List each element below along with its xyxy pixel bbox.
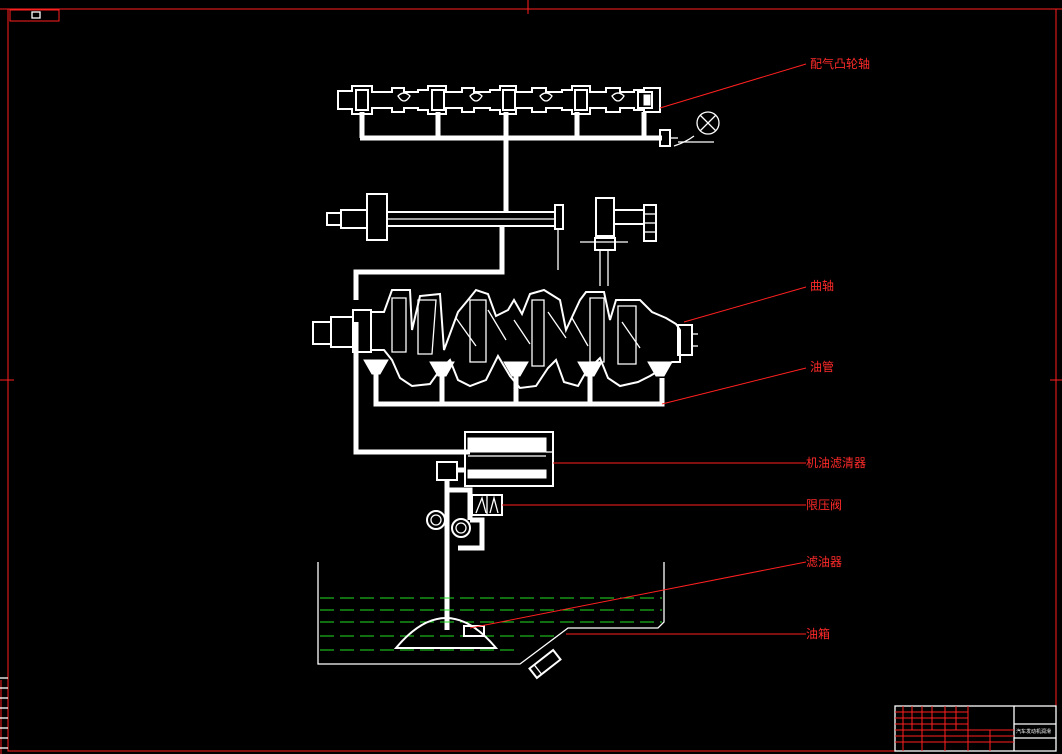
label-camshaft: 配气凸轮轴 xyxy=(810,56,870,71)
camshaft xyxy=(337,85,720,147)
label-pressure-valve: 限压阀 xyxy=(806,498,842,512)
label-oil-filter: 机油滤清器 xyxy=(806,456,866,470)
oil-pump-block xyxy=(436,461,458,481)
pressure-gauge-icon xyxy=(696,111,720,135)
title-block-text: 汽车发动机润滑 xyxy=(1016,728,1051,735)
label-crankshaft: 曲轴 xyxy=(810,278,834,293)
label-oil-pan: 油箱 xyxy=(806,626,830,641)
gear-pump-right-icon xyxy=(451,518,471,538)
gear-pump-left-icon xyxy=(426,510,446,530)
oil-pan xyxy=(317,562,665,680)
oil-filter xyxy=(464,431,554,487)
leader-lines xyxy=(469,63,807,635)
title-block: 汽车发动机润滑 xyxy=(894,705,1057,752)
oil-level-lines xyxy=(320,597,662,651)
strainer-dome xyxy=(393,617,499,649)
label-strainer: 滤油器 xyxy=(806,555,842,569)
rocker-shaft xyxy=(326,138,657,286)
label-oil-pipe: 油管 xyxy=(810,359,834,374)
crankshaft xyxy=(312,288,698,390)
drain-plug xyxy=(528,648,562,680)
main-oil-gallery xyxy=(353,226,665,455)
component-labels: 配气凸轮轴 曲轴 油管 机油滤清器 限压阀 滤油器 油箱 xyxy=(806,56,870,641)
frame-tag-box xyxy=(9,9,60,22)
oil-pump-assembly xyxy=(426,461,503,630)
